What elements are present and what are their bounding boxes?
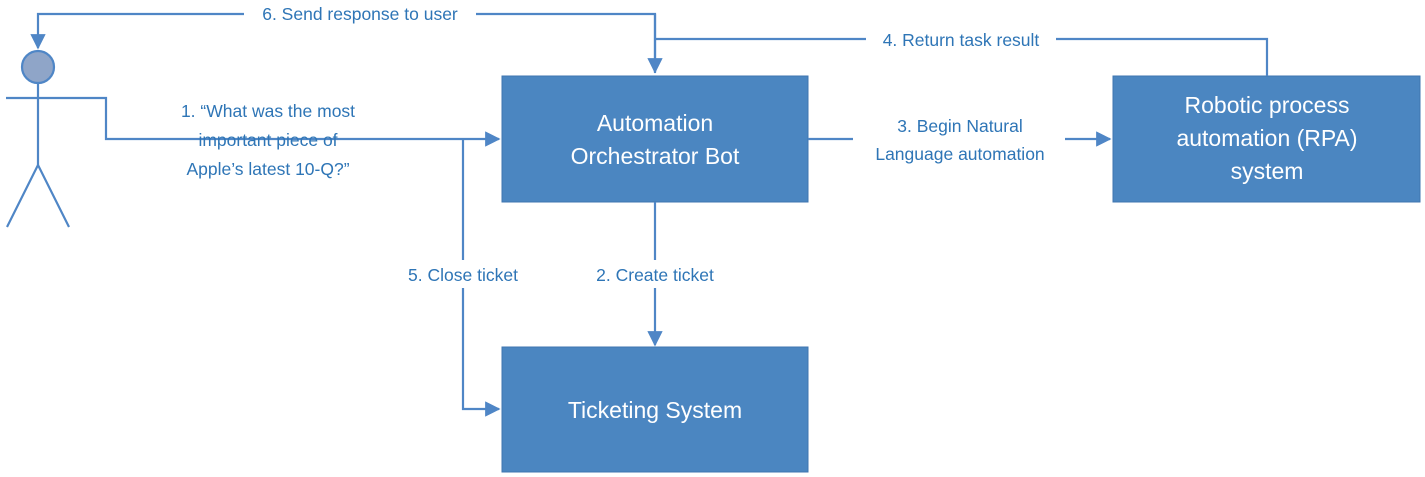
close-ticket-connector: [461, 139, 501, 417]
user-query-label-line-3: Apple’s latest 10-Q?”: [186, 159, 349, 179]
rpa-label-line-1: Robotic process: [1185, 92, 1350, 118]
edge-user-query: 1. “What was the most important piece of…: [68, 96, 501, 179]
user-query-label-line-2: important piece of: [198, 130, 337, 150]
edge-send-response: 6. Send response to user: [30, 2, 663, 74]
edge-create-ticket: 2. Create ticket: [578, 202, 732, 347]
edge-close-ticket: 5. Close ticket: [392, 139, 534, 417]
orchestrator-box: [501, 75, 809, 203]
send-response-label: 6. Send response to user: [262, 4, 458, 24]
rpa-label-line-3: system: [1231, 158, 1304, 184]
ticketing-label: Ticketing System: [568, 397, 742, 423]
edge-return-result: 4. Return task result: [655, 27, 1269, 76]
rpa-label-line-2: automation (RPA): [1176, 125, 1357, 151]
node-orchestrator: Automation Orchestrator Bot: [501, 75, 809, 203]
send-response-label-bg: [244, 2, 476, 26]
user-query-label-line-1: 1. “What was the most: [181, 101, 355, 121]
close-ticket-label-bg: [392, 260, 534, 288]
ticketing-box: [501, 346, 809, 473]
orchestrator-label-line-1: Automation: [597, 110, 713, 136]
begin-automation-label-line-1: 3. Begin Natural: [897, 116, 1023, 136]
edge-begin-automation: 3. Begin Natural Language automation: [808, 112, 1112, 166]
begin-automation-label-line-2: Language automation: [875, 144, 1044, 164]
close-ticket-label: 5. Close ticket: [408, 265, 518, 285]
begin-automation-label-bg: [853, 112, 1065, 166]
orchestrator-label-line-2: Orchestrator Bot: [571, 143, 740, 169]
user-actor: [6, 49, 70, 228]
node-rpa: Robotic process automation (RPA) system: [1112, 75, 1421, 203]
return-result-label-bg: [866, 27, 1056, 51]
actor-head: [20, 49, 56, 85]
create-ticket-label: 2. Create ticket: [596, 265, 714, 285]
node-ticketing: Ticketing System: [501, 346, 809, 473]
return-result-connector: [655, 37, 1269, 76]
actor-left-leg: [6, 164, 39, 228]
create-ticket-label-bg: [578, 260, 732, 288]
user-query-connector: [68, 96, 501, 147]
return-result-label: 4. Return task result: [883, 30, 1040, 50]
actor-right-leg: [37, 164, 70, 228]
rpa-box: [1112, 75, 1421, 203]
